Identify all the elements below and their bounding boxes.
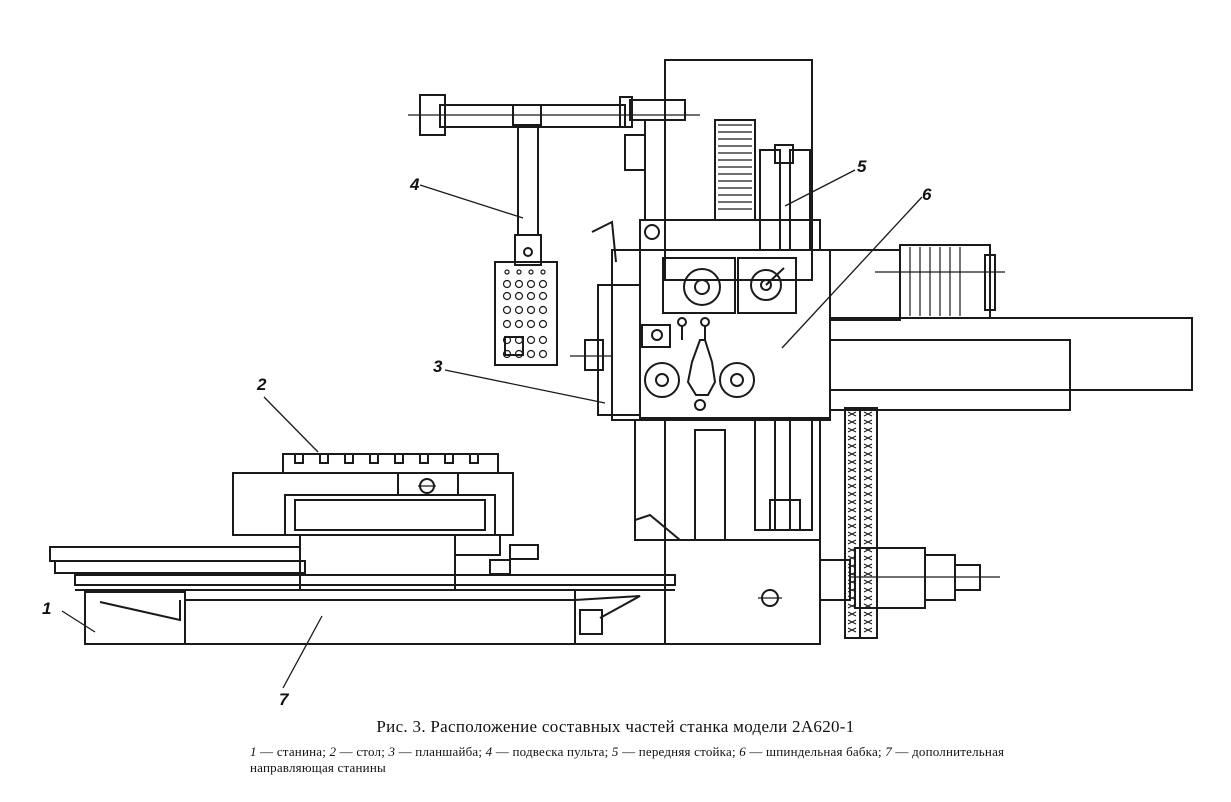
pendant-button (526, 319, 536, 329)
pendant-button (538, 291, 548, 301)
legend-text: стол; (356, 744, 386, 759)
pendant-button (502, 319, 512, 329)
pendant-button (538, 279, 548, 289)
legend-text: дополнительная направляющая станины (250, 744, 1005, 775)
pendant-button (514, 291, 524, 301)
pendant-button (514, 279, 524, 289)
machine-bed (49, 539, 821, 645)
pendant-button (514, 319, 524, 329)
pendant-button (538, 305, 548, 315)
machine-table (232, 453, 514, 591)
legend-text: шпиндельная бабка; (766, 744, 882, 759)
legend-number: 1 (250, 744, 257, 759)
legend-text: передняя стойка; (638, 744, 736, 759)
legend-number: 3 (388, 744, 396, 759)
callout-7: 7 (279, 690, 289, 709)
legend-text: станина; (276, 744, 327, 759)
pendant-button (526, 291, 536, 301)
pendant-button (504, 269, 510, 275)
callout-1: 1 (42, 599, 52, 618)
pendant-button (540, 269, 546, 275)
pendant-button (502, 291, 512, 301)
pendant-button (538, 349, 548, 359)
legend-text: планшайба; (415, 744, 483, 759)
callout-3: 3 (433, 357, 443, 376)
legend-number: 5 (611, 744, 619, 759)
pendant-button (528, 269, 534, 275)
callout-4: 4 (410, 175, 420, 194)
pendant-button (502, 305, 512, 315)
legend-text: подвеска пульта; (512, 744, 609, 759)
pendant-button (514, 305, 524, 315)
callout-5: 5 (857, 157, 867, 176)
callout-6: 6 (922, 185, 932, 204)
legend-number: 6 (739, 744, 746, 759)
pendant-button (526, 305, 536, 315)
figure-legend: 1 — станина; 2 — стол; 3 — планшайба; 4 … (250, 744, 1005, 775)
pendant-button (502, 279, 512, 289)
front-column (591, 59, 821, 541)
legend-number: 4 (485, 744, 493, 759)
pendant-button (538, 319, 548, 329)
figure-caption-title: Рис. 3. Расположение составных частей ст… (376, 717, 855, 736)
pendant-button (526, 349, 536, 359)
pendant-button (516, 269, 522, 275)
legend-number: 2 (329, 744, 337, 759)
pendant-arm (408, 94, 700, 366)
pendant-button (526, 335, 536, 345)
machine-drawing (49, 59, 1193, 645)
column-guides (819, 407, 1000, 639)
pendant-button (538, 335, 548, 345)
pendant-button (526, 279, 536, 289)
callout-2: 2 (257, 375, 267, 394)
spindle-head (570, 244, 1193, 421)
legend-number: 7 (885, 744, 892, 759)
